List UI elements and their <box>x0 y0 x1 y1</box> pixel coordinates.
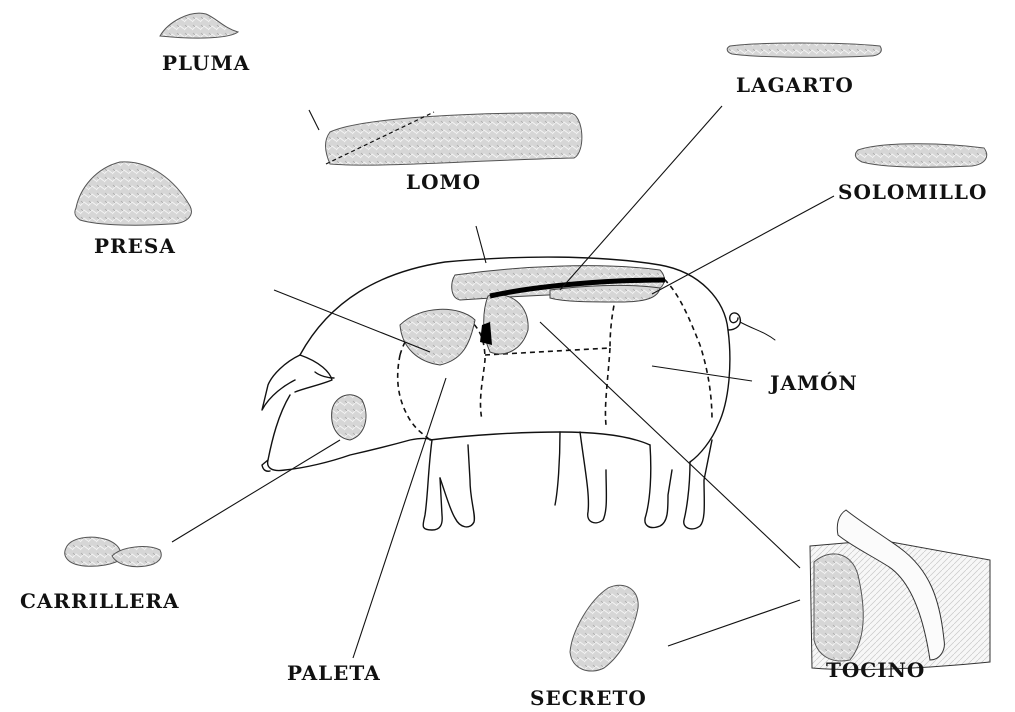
pig-outline <box>262 257 775 530</box>
pluma-cut <box>160 13 238 38</box>
lagarto-cut <box>727 43 881 57</box>
label-paleta: PALETA <box>287 663 381 683</box>
leader-lines <box>172 106 834 658</box>
label-lagarto: LAGARTO <box>736 75 854 95</box>
cut-images <box>65 13 990 671</box>
lomo-cut <box>326 112 582 165</box>
tocino-cut <box>810 510 990 670</box>
label-secreto: SECRETO <box>530 688 647 708</box>
leader-tocino <box>668 600 800 646</box>
leader-pluma <box>309 110 319 130</box>
label-presa: PRESA <box>94 236 176 256</box>
leader-carrillera <box>172 440 340 542</box>
label-jamon: JAMÓN <box>770 373 858 393</box>
solomillo-cut <box>855 144 986 167</box>
label-tocino: TOCINO <box>826 660 925 680</box>
label-pluma: PLUMA <box>162 53 250 73</box>
secreto-cut <box>570 585 638 671</box>
carrillera-cut <box>65 537 162 567</box>
leader-secreto <box>540 322 800 568</box>
leader-lomo <box>476 226 486 263</box>
label-carrillera: CARRILLERA <box>20 591 180 611</box>
label-solomillo: SOLOMILLO <box>838 182 987 202</box>
presa-cut <box>75 162 192 225</box>
leader-jamon <box>652 366 752 381</box>
leader-solomillo <box>652 196 834 294</box>
label-lomo: LOMO <box>406 172 481 192</box>
leader-paleta <box>353 378 446 658</box>
